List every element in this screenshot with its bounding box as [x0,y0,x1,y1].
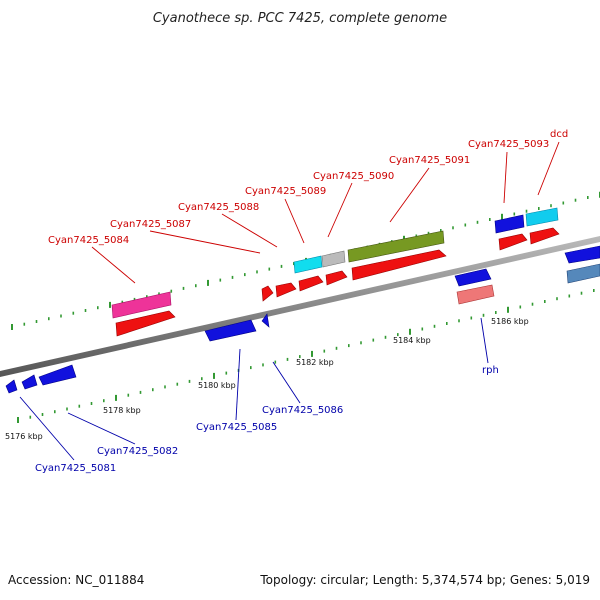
gene-label-5087[interactable]: Cyan7425_5087 [110,219,191,230]
gene-label-5089[interactable]: Cyan7425_5089 [245,186,326,197]
leader-line-5084 [91,246,136,284]
gene-feature-5082[interactable] [21,374,38,390]
leader-line-5091 [389,167,430,223]
gene-arrow-red [325,270,348,286]
gene-feature-5081[interactable] [5,379,18,394]
scale-label-5180: 5180 kbp [198,381,236,390]
gene-feature-5094[interactable] [564,245,600,264]
gene-feature-5085[interactable] [204,319,257,342]
gene-feature-5090[interactable] [321,250,348,286]
gene-arrow-red [298,275,324,292]
gene-feature-5095[interactable] [566,263,600,284]
gene-label-rph[interactable]: rph [482,365,499,376]
leader-line-5086 [272,361,301,404]
genome-backbone [0,236,600,377]
gene-features [5,207,600,394]
gene-arrow-grey [321,250,346,268]
leader-line-5090 [327,182,353,238]
gene-arrow-pink [111,291,172,319]
gene-label-5085[interactable]: Cyan7425_5085 [196,422,277,433]
gene-labels: Cyan7425_5084 Cyan7425_5087 Cyan7425_508… [35,129,568,474]
leader-line-rph [480,317,489,364]
scale-labels: 5176 kbp 5178 kbp 5180 kbp 5182 kbp 5184… [5,317,529,441]
accession-text: Accession: NC_011884 [8,573,145,587]
scale-label-5184: 5184 kbp [393,336,431,345]
scale-label-5182: 5182 kbp [296,358,334,367]
leader-line-5088 [221,213,278,248]
gene-label-5081[interactable]: Cyan7425_5081 [35,463,116,474]
topology-text: Topology: circular; Length: 5,374,574 bp… [260,573,590,587]
gene-arrow-olive [347,230,445,263]
gene-feature-5091[interactable] [347,230,447,281]
gene-feature-5088[interactable] [275,282,297,298]
leader-line-5087 [149,230,261,254]
gene-label-5088[interactable]: Cyan7425_5088 [178,202,259,213]
gene-arrow-red [498,233,528,251]
leader-line-5089 [284,198,305,244]
gene-label-dcd[interactable]: dcd [550,129,568,140]
gene-label-5084[interactable]: Cyan7425_5084 [48,235,129,246]
gene-feature-5087[interactable] [261,285,274,302]
gene-feature-5093[interactable] [494,214,528,251]
gene-feature-5083[interactable] [38,364,77,386]
gene-feature-5086[interactable] [261,313,270,328]
gene-label-5086[interactable]: Cyan7425_5086 [262,405,343,416]
gene-feature-5092[interactable] [454,268,492,287]
gene-label-5091[interactable]: Cyan7425_5091 [389,155,470,166]
leader-line-5093 [503,151,508,204]
gene-arrow-red [351,249,447,281]
label-leader-lines [19,141,560,461]
leader-line-5081 [19,396,75,461]
gene-arrow-red [115,310,176,337]
leader-line-5085 [235,348,241,421]
scale-label-5178: 5178 kbp [103,406,141,415]
scale-label-5176: 5176 kbp [5,432,43,441]
gene-arrow-blue [494,214,525,234]
gene-feature-5084[interactable] [111,291,176,337]
leader-line-5082 [67,412,136,445]
gene-feature-rph[interactable] [456,284,495,305]
gene-feature-dcd[interactable] [525,207,560,245]
leader-line-dcd [537,141,560,196]
map-title: Cyanothece sp. PCC 7425, complete genome [153,11,447,26]
gene-label-5090[interactable]: Cyan7425_5090 [313,171,394,182]
gene-feature-5089[interactable] [293,255,324,292]
gene-arrow-cyan [525,207,559,227]
gene-arrow-cyan [293,255,323,274]
gene-label-5082[interactable]: Cyan7425_5082 [97,446,178,457]
gene-arrow-red [529,227,560,245]
gene-label-5093[interactable]: Cyan7425_5093 [468,139,549,150]
scale-label-5186: 5186 kbp [491,317,529,326]
